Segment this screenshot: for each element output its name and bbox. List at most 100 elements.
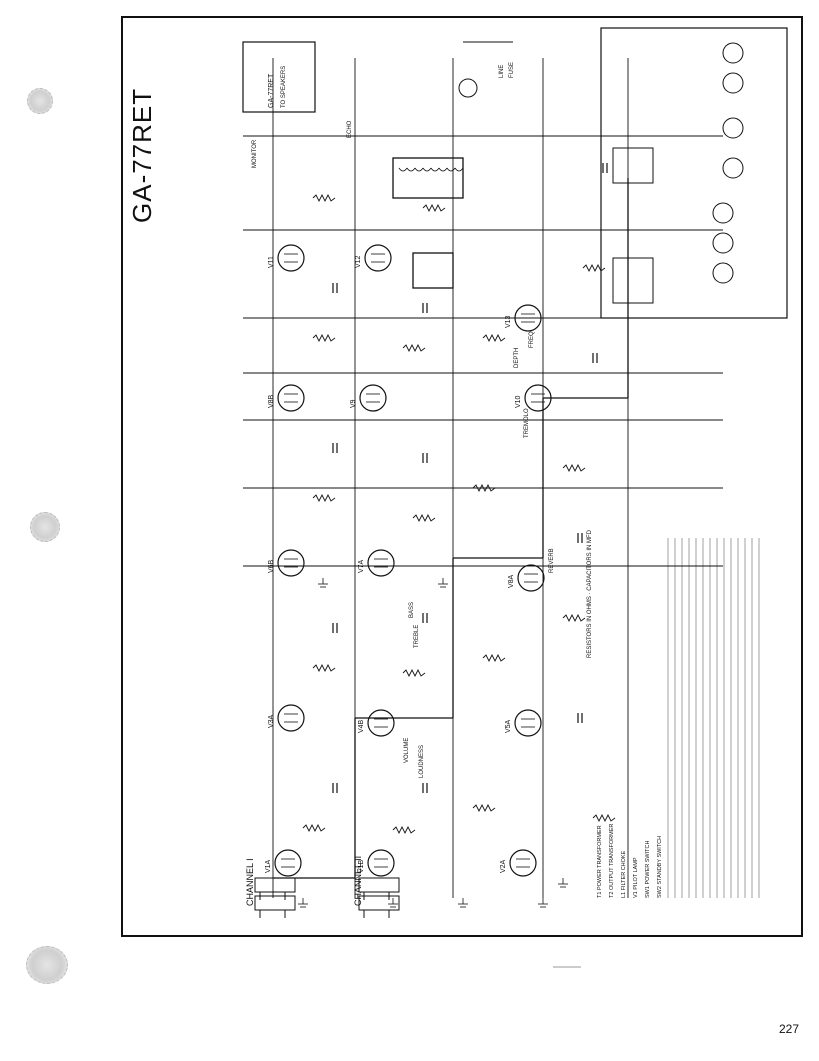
connector-label: FUSE [509,62,515,78]
resistor [302,823,326,833]
resistor [562,463,586,473]
control-label: REVERB [549,548,555,573]
vacuum-tube [277,704,305,732]
binder-hole-bottom [26,946,68,984]
tube-layout-panel [600,27,788,319]
layout-tube-socket [712,202,734,224]
layout-tube-socket [722,42,744,64]
layout-tube-socket [712,262,734,284]
schematic-frame: GA-77RET V1A V1B V2A V3A V4B V5A V6B V7A V8A V8B V… [121,16,803,937]
vacuum-tube [509,849,537,877]
input-jack [254,877,296,893]
vacuum-tube [364,244,392,272]
resistor [412,513,436,523]
tube-label: V8A [508,574,515,588]
layout-transformer [612,147,654,184]
vacuum-tube [517,564,545,592]
layout-tube-socket [712,232,734,254]
control-label: VOLUME [404,738,410,763]
tube-label: V11 [268,256,275,268]
resistor [402,343,426,353]
resistor [312,193,336,203]
power-transformer [392,157,464,199]
vacuum-tube [359,384,387,412]
resistor [562,613,586,623]
resistor [592,813,616,823]
vacuum-tube [277,384,305,412]
vacuum-tube [274,849,302,877]
tube-label: V3A [268,714,275,728]
transformer-winding [430,167,440,172]
resistor [422,203,446,213]
control-label: LOUDNESS [419,745,425,778]
binder-hole-middle [30,512,60,542]
legend-note: L1 FILTER CHOKE [621,850,627,898]
tube-label: V12 [355,255,362,268]
scan-smudge [553,966,581,968]
tube-label: V6B [268,559,275,573]
resistor [392,825,416,835]
input-jack [254,895,296,911]
tube-label: V1A [265,859,272,873]
control-label: DEPTH [514,348,520,368]
tube-label: V8B [268,394,275,408]
transformer-winding [422,167,432,172]
schematic-title: GA-77RET [127,88,157,223]
legend-note: SW1 POWER SWITCH [645,841,651,898]
resistor [312,493,336,503]
legend-note: T2 OUTPUT TRANSFORMER [609,824,615,898]
transformer-winding [406,167,416,172]
transformer-winding [454,167,464,172]
tube-label: V4B [358,719,365,733]
tube-label: V13 [505,315,512,328]
pilot-lamp [458,78,478,98]
transformer-winding [438,167,448,172]
vacuum-tube [367,709,395,737]
tube-label: V5A [505,719,512,733]
legend-note: T1 POWER TRANSFORMER [597,825,603,898]
vacuum-tube [367,549,395,577]
vacuum-tube [277,549,305,577]
resistor [312,663,336,673]
connector-label: LINE [499,65,505,78]
layout-tube-socket [722,117,744,139]
transformer-winding [398,167,408,172]
vacuum-tube [524,384,552,412]
control-label: TREMOLO [524,408,530,438]
channel-label: CHANNEL I [245,858,255,906]
control-label: MONITOR [252,139,258,168]
vacuum-tube [514,304,542,332]
tube-label: V2A [500,859,507,873]
tube-label: V1B [358,859,365,873]
transformer-winding [414,167,424,172]
schematic-drawing: GA-77RET V1A V1B V2A V3A V4B V5A V6B V7A V8A V8B V… [127,27,788,918]
vacuum-tube [514,709,542,737]
resistor [482,333,506,343]
layout-tube-socket [722,72,744,94]
control-label: ECHO [347,120,353,138]
input-jack [358,895,400,911]
connector-label: GA-77RET [268,73,275,108]
layout-transformer [612,257,654,304]
connector-label: TO SPEAKERS [281,66,287,108]
resistor [482,653,506,663]
layout-tube-socket [722,157,744,179]
resistor [402,668,426,678]
legend-note: SW2 STANDBY SWITCH [657,836,663,898]
control-label: FREQ [529,331,535,348]
control-label: BASS [409,602,415,618]
resistor [472,803,496,813]
legend-heading: RESISTORS IN OHMS · CAPACITORS IN MFD [587,529,593,658]
resistor [472,483,496,493]
vacuum-tube [367,849,395,877]
transformer-winding [446,167,456,172]
tube-label: V10 [515,395,522,408]
control-label: TREBLE [414,625,420,648]
page-number: 227 [779,1022,800,1036]
resistor [582,263,606,273]
channel-label: CHANNEL II [353,856,363,906]
tube-label: V9 [350,399,357,408]
tube-label: V7A [358,559,365,573]
vacuum-tube [277,244,305,272]
input-jack [358,877,400,893]
